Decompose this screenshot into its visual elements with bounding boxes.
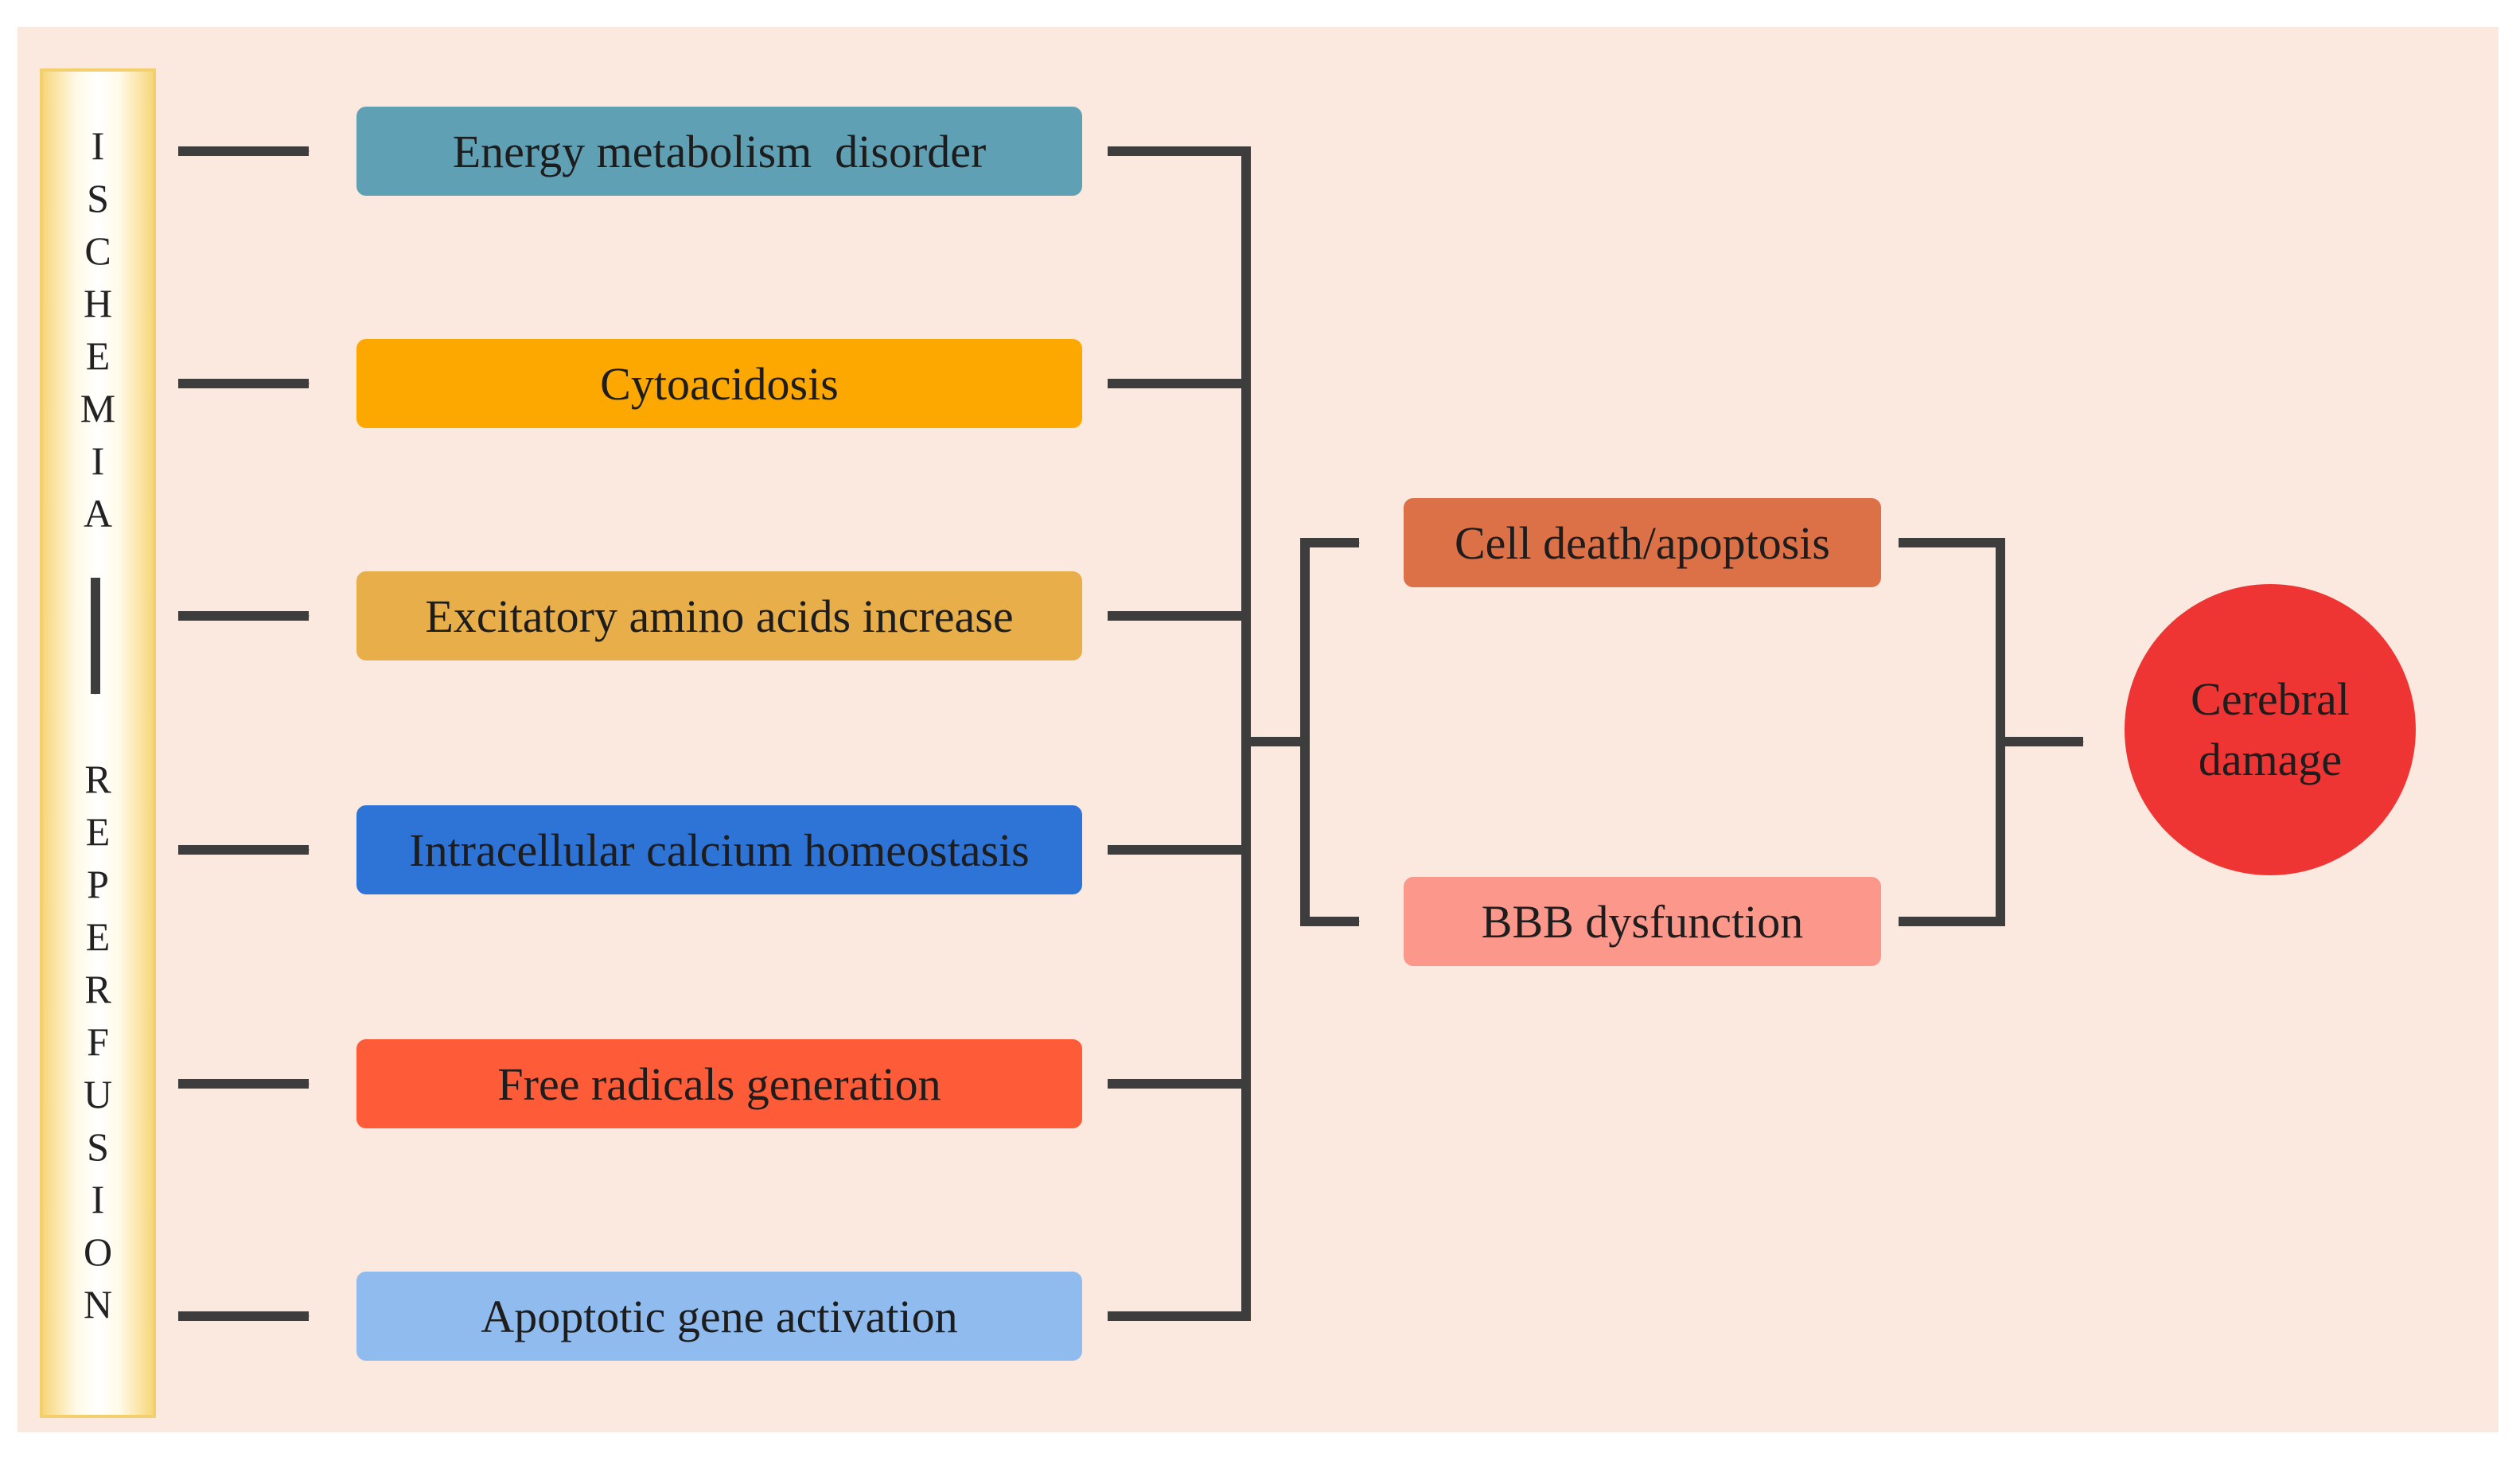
cause-cytoacidosis: Cytoacidosis bbox=[356, 339, 1082, 428]
reperfusion-letter: U bbox=[83, 1072, 113, 1116]
effect-label: BBB dysfunction bbox=[1481, 895, 1804, 948]
diagram-background bbox=[18, 27, 2499, 1432]
cause-free-radicals: Free radicals generation bbox=[356, 1039, 1082, 1128]
cause-label: Apoptotic gene activation bbox=[481, 1290, 958, 1342]
reperfusion-letter: E bbox=[85, 809, 111, 854]
cause-energy-metabolism-disorder: Energy metabolism disorder bbox=[356, 107, 1082, 196]
cause-label: Excitatory amino acids increase bbox=[425, 590, 1014, 642]
cause-excitatory-amino-acids: Excitatory amino acids increase bbox=[356, 571, 1082, 660]
cerebral-damage-node: Cerebral damage bbox=[2125, 584, 2416, 875]
ischemia-letter: E bbox=[85, 333, 111, 378]
outcome-line-2: damage bbox=[2198, 734, 2343, 785]
reperfusion-letter: N bbox=[83, 1282, 113, 1326]
cause-label: Free radicals generation bbox=[497, 1058, 941, 1110]
ischemia-reperfusion-bar: I S C H E M I A R E P E R F U S I O N bbox=[40, 68, 156, 1418]
ischemia-letter: H bbox=[83, 281, 113, 325]
reperfusion-letter: I bbox=[91, 1177, 105, 1221]
ischemia-letter: I bbox=[91, 438, 105, 483]
ischemia-letter: S bbox=[87, 176, 109, 220]
reperfusion-letter: R bbox=[84, 967, 111, 1011]
reperfusion-letter: F bbox=[87, 1019, 109, 1064]
effect-label: Cell death/apoptosis bbox=[1455, 516, 1830, 569]
reperfusion-letter: P bbox=[87, 862, 109, 906]
cause-label: Intracellular calcium homeostasis bbox=[409, 824, 1030, 876]
cause-apoptotic-gene-activation: Apoptotic gene activation bbox=[356, 1272, 1082, 1361]
ischemia-label: I S C H E M I A bbox=[43, 119, 153, 540]
effect-cell-death: Cell death/apoptosis bbox=[1404, 498, 1881, 587]
reperfusion-letter: S bbox=[87, 1124, 109, 1169]
effect-bbb-dysfunction: BBB dysfunction bbox=[1404, 877, 1881, 966]
reperfusion-letter: R bbox=[84, 757, 111, 801]
effect-bracket bbox=[1899, 538, 2005, 926]
ischemia-letter: M bbox=[80, 386, 116, 430]
cause-label: Energy metabolism disorder bbox=[452, 125, 987, 177]
reperfusion-letter: O bbox=[83, 1229, 113, 1274]
reperfusion-letter: E bbox=[85, 914, 111, 959]
outcome-line-1: Cerebral bbox=[2191, 673, 2350, 725]
cause-intracellular-calcium: Intracellular calcium homeostasis bbox=[356, 805, 1082, 894]
cause-label: Cytoacidosis bbox=[600, 357, 839, 410]
ischemia-letter: A bbox=[83, 491, 113, 536]
ischemia-letter: I bbox=[91, 123, 105, 168]
reperfusion-label: R E P E R F U S I O N bbox=[43, 753, 153, 1330]
ischemia-letter: C bbox=[84, 228, 111, 273]
